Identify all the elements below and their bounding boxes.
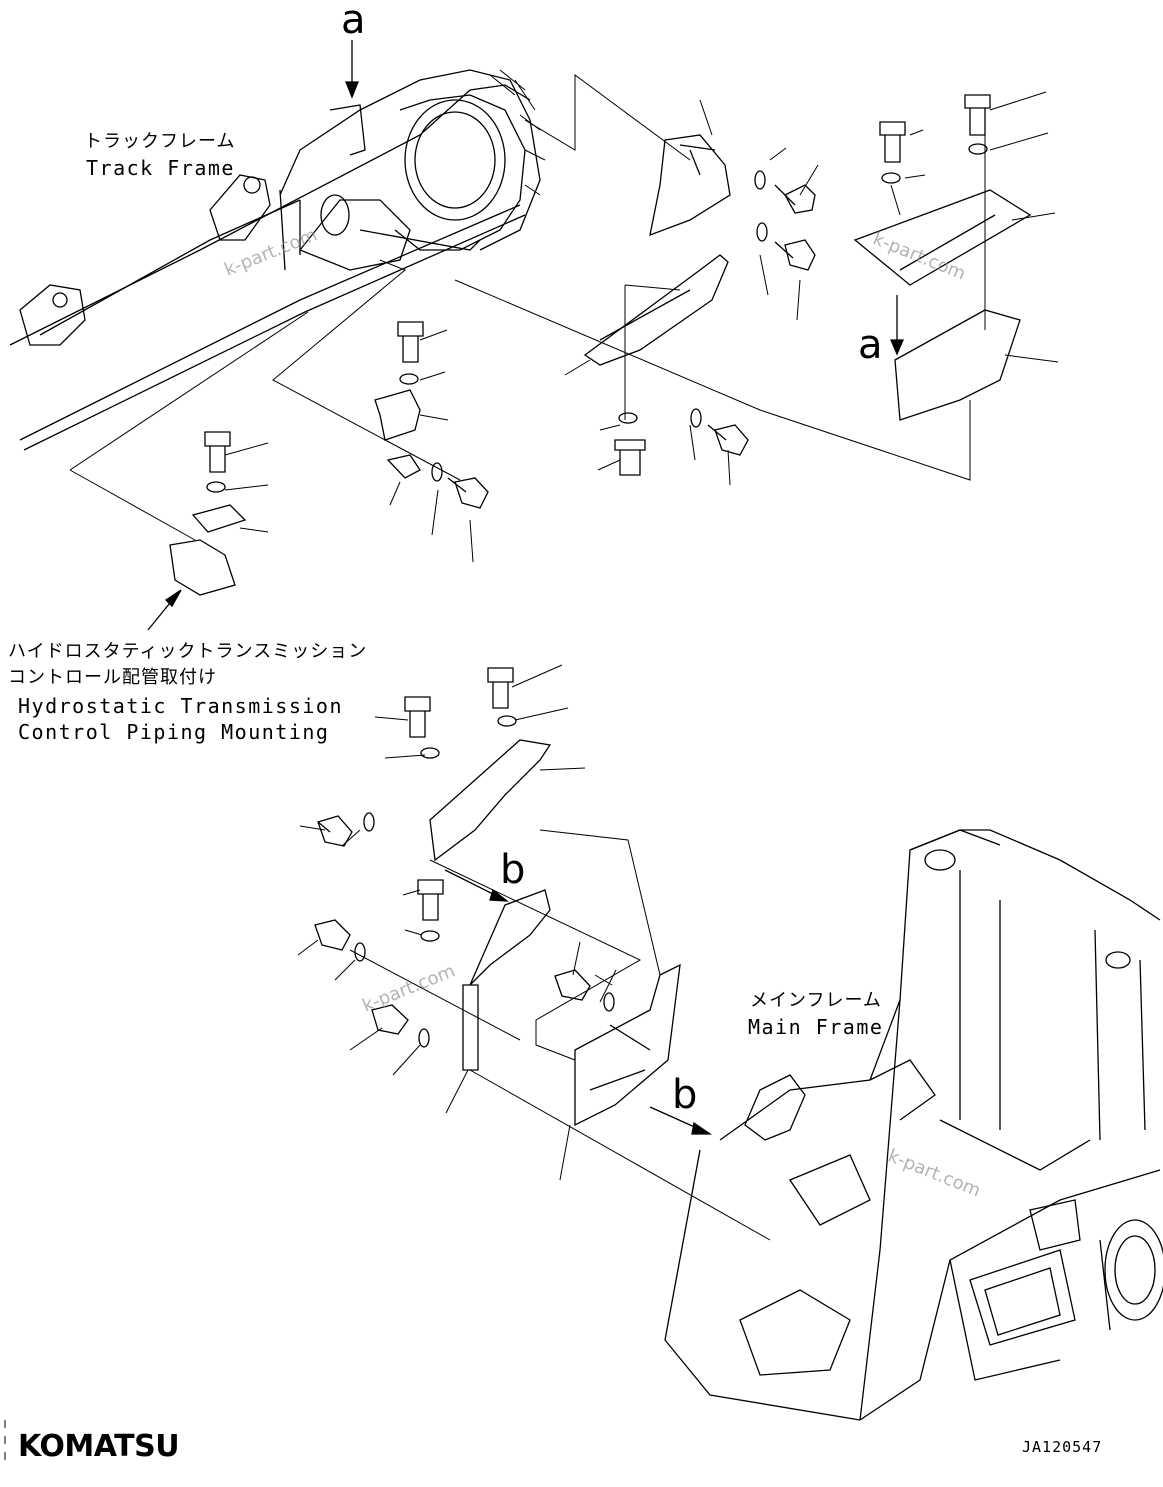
callout-b-mid: b: [500, 847, 526, 893]
callout-arrows: [147, 40, 904, 1135]
leader-lines: [69, 74, 1059, 1241]
komatsu-logo: KOMATSU: [18, 1429, 180, 1464]
main-frame-label-jp: メインフレーム: [750, 990, 882, 1011]
callout-b-low: b: [672, 1072, 698, 1118]
hst-label-jp-line2: コントロール配管取付け: [8, 667, 217, 688]
main-frame-label-en: Main Frame: [748, 1015, 884, 1039]
track-frame-drawing: [9, 69, 546, 451]
callout-a-mid: a: [858, 322, 883, 368]
hst-label-jp-line1: ハイドロスタティックトランスミッション: [8, 641, 368, 662]
drawing-code: JA120547: [1022, 1438, 1103, 1456]
bolts-and-washers: [204, 94, 991, 1048]
main-frame-drawing: [664, 829, 1163, 1421]
hst-label-en-line2: Control Piping Mounting: [18, 720, 330, 744]
track-frame-label-en: Track Frame: [86, 156, 235, 180]
hst-label-en-line1: Hydrostatic Transmission: [18, 694, 343, 718]
callout-a-top: a: [341, 0, 366, 43]
track-frame-label-jp: トラックフレーム: [84, 131, 236, 152]
